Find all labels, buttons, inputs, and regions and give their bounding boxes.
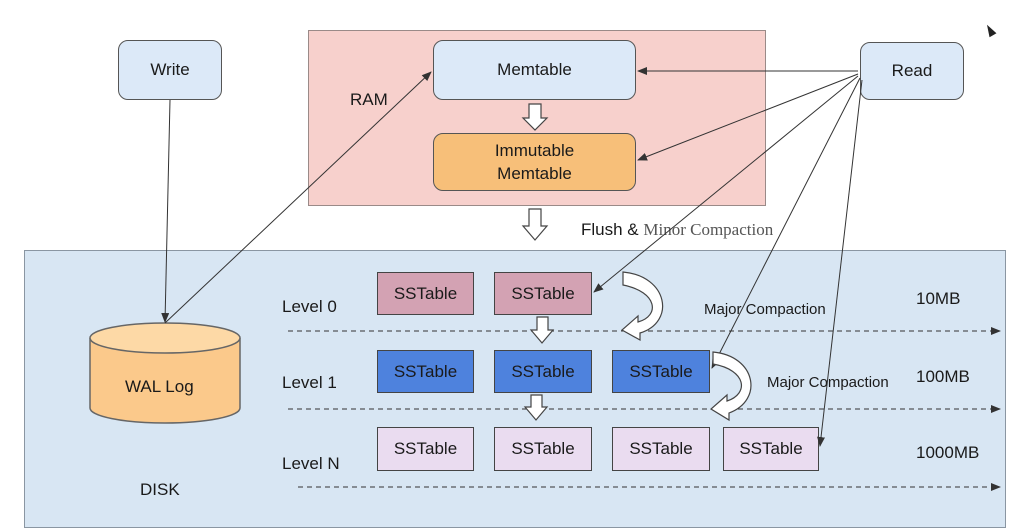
sstable-l1-2: SSTable [494, 350, 592, 393]
sstable-label: SSTable [393, 283, 458, 303]
wal-log-label: WAL Log [125, 377, 194, 396]
level-0-label: Level 0 [282, 297, 337, 316]
flush-label: Flush & Minor Compaction [581, 220, 773, 240]
sstable-l0-1: SSTable [377, 272, 474, 315]
read-node: Read [860, 42, 964, 100]
memtable-label: Memtable [497, 60, 572, 79]
major-compaction-label-1: Major Compaction [704, 301, 826, 318]
ram-label: RAM [350, 90, 388, 109]
write-label: Write [150, 60, 190, 79]
level-n-size: 1000MB [916, 443, 980, 462]
memtable-node: Memtable [433, 40, 636, 100]
sstable-l1-3: SSTable [612, 350, 710, 393]
level-n-label: Level N [282, 454, 340, 473]
immutable-label-line1: Immutable [494, 141, 575, 160]
immutable-memtable-node: Immutable Memtable [433, 133, 636, 191]
sstable-label: SSTable [511, 361, 575, 381]
mouse-cursor-icon [983, 22, 997, 38]
major-compaction-label-2: Major Compaction [767, 374, 889, 391]
sstable-label: SSTable [739, 439, 803, 458]
sstable-ln-4: SSTable [723, 427, 819, 471]
disk-label: DISK [140, 480, 180, 499]
sstable-label: SSTable [393, 439, 458, 458]
flush-prefix: Flush & [581, 220, 639, 239]
sstable-ln-1: SSTable [377, 427, 474, 471]
sstable-ln-2: SSTable [494, 427, 592, 471]
sstable-label: SSTable [393, 361, 458, 381]
sstable-l0-2: SSTable [494, 272, 592, 315]
sstable-label: SSTable [629, 361, 693, 381]
minor-compaction-label: Minor Compaction [643, 220, 774, 239]
level-0-size: 10MB [916, 289, 961, 308]
sstable-label: SSTable [629, 439, 693, 458]
sstable-ln-3: SSTable [612, 427, 710, 471]
immutable-label-line2: Memtable [497, 164, 572, 183]
level-1-label: Level 1 [282, 373, 337, 392]
read-label: Read [891, 61, 933, 80]
level-1-size: 100MB [916, 367, 970, 386]
write-node: Write [118, 40, 222, 100]
sstable-label: SSTable [511, 283, 575, 303]
sstable-l1-1: SSTable [377, 350, 474, 393]
sstable-label: SSTable [511, 439, 575, 458]
flush-down-arrow [521, 208, 549, 241]
